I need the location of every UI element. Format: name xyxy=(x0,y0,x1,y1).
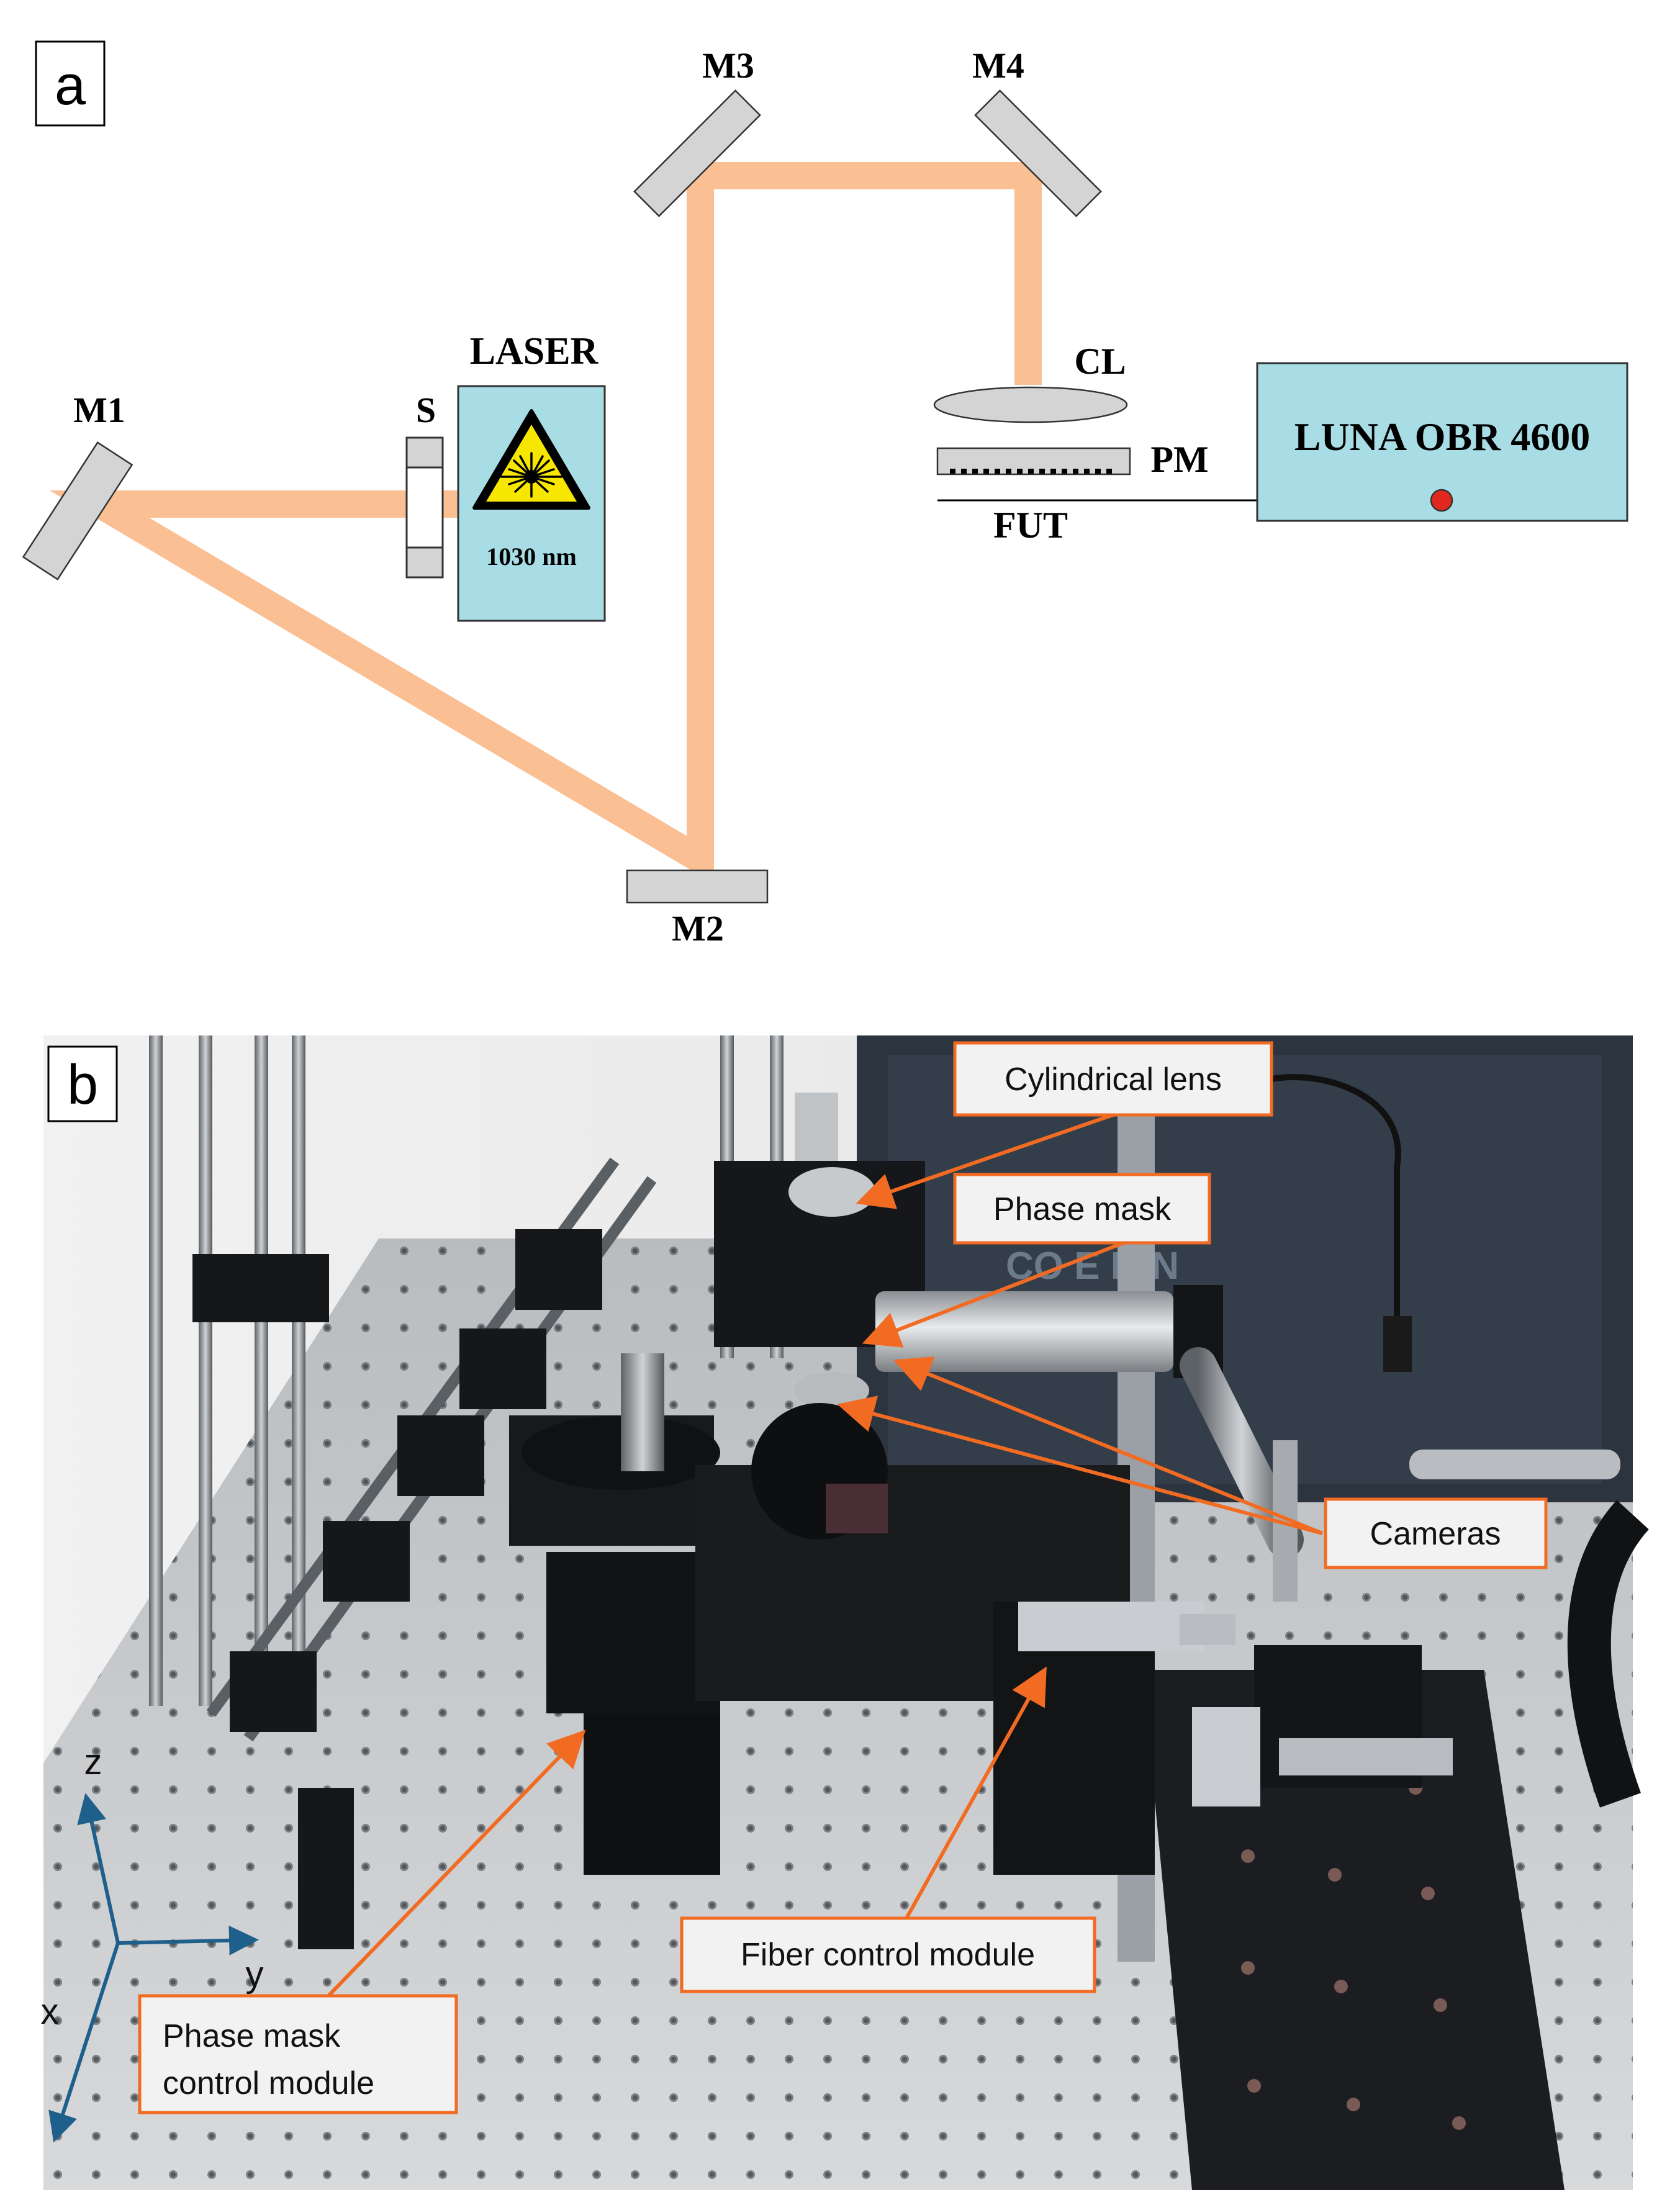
callout-cameras-text: Cameras xyxy=(1370,1516,1501,1552)
phase-mask-label: PM xyxy=(1150,439,1208,480)
cylindrical-lens-label: CL xyxy=(1074,341,1126,382)
enclosure-panel xyxy=(888,1055,1602,1484)
callout-phase-mask-text: Phase mask xyxy=(993,1191,1172,1227)
callout-fiber-control-text: Fiber control module xyxy=(741,1937,1035,1973)
usb-plug xyxy=(1383,1316,1412,1372)
panel-a-tag: a xyxy=(55,55,86,117)
panel-b-photo: CO E ION xyxy=(41,1035,1650,2190)
coordinate-axes xyxy=(48,1793,259,2143)
laser-beam-path xyxy=(49,162,1042,884)
mirror-m2-label: M2 xyxy=(672,908,724,949)
black-cable xyxy=(1567,1500,1650,1808)
callout-phase-mask-control-line2: control module xyxy=(163,2065,374,2101)
panel-b-tag: b xyxy=(67,1054,98,1116)
cylindrical-lens-shape xyxy=(933,386,1128,423)
camera-tube xyxy=(751,1285,1223,1540)
right-micrometer-stage xyxy=(1192,1645,1453,1806)
callout-phase-mask: Phase mask xyxy=(953,1173,1211,1245)
shutter xyxy=(405,436,444,579)
luna-obr-label: LUNA OBR 4600 xyxy=(1294,415,1591,459)
callout-cameras: Cameras xyxy=(1324,1497,1548,1569)
callout-phase-mask-control-line1: Phase mask xyxy=(163,2018,341,2054)
panel-b-tag-box xyxy=(47,1045,118,1122)
panel-a-schematic: a M1 M2 M3 M4 S LASER xyxy=(22,40,1628,949)
axis-y-label: y xyxy=(246,1954,264,1995)
axis-z-label: z xyxy=(84,1742,102,1782)
laser-wavelength: 1030 nm xyxy=(486,543,577,571)
laser-warning-icon xyxy=(472,409,590,510)
mirror-m2 xyxy=(626,869,769,904)
shutter-label: S xyxy=(416,390,436,430)
mirror-m4 xyxy=(974,89,1102,217)
laser-label: LASER xyxy=(470,330,599,372)
fiber-connector xyxy=(1430,489,1453,512)
mirror-m4-label: M4 xyxy=(972,45,1024,86)
fiber-label: FUT xyxy=(993,505,1068,546)
axis-x-label: x xyxy=(41,1991,59,2032)
enclosure-handle xyxy=(1409,1450,1620,1479)
callout-phase-mask-control: Phase mask control module xyxy=(138,1994,458,2114)
cage-rail xyxy=(192,1157,657,1949)
callout-cylindrical-lens-text: Cylindrical lens xyxy=(1005,1062,1222,1098)
callout-cylindrical-lens: Cylindrical lens xyxy=(953,1041,1273,1117)
phase-mask-stage xyxy=(509,1353,720,1875)
usb-cable xyxy=(1265,1074,1401,1328)
mirror-m3 xyxy=(633,89,761,217)
mirror-m1-label: M1 xyxy=(73,390,125,430)
panel-a-tag-box xyxy=(35,40,106,127)
callout-fiber-control: Fiber control module xyxy=(680,1916,1096,1993)
mirror-m3-label: M3 xyxy=(702,45,754,86)
mirror-m1 xyxy=(22,441,133,580)
